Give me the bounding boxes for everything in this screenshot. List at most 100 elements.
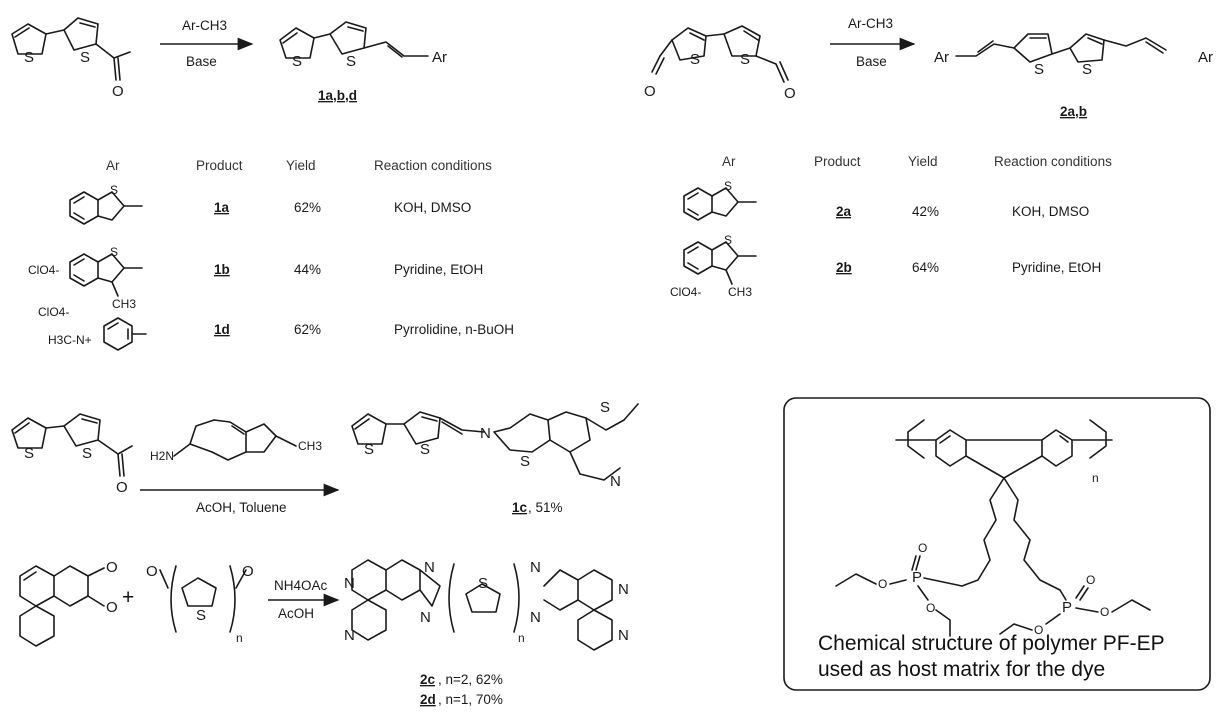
atom-s: S	[1082, 61, 1092, 78]
col-ar: Ar	[722, 154, 736, 169]
phenanthroline-dione-reactant: O O	[19, 559, 118, 647]
atom-n: N	[610, 473, 621, 490]
product-2ab-structure: Ar S S Ar	[934, 33, 1213, 78]
polymer-caption-line1: Chemical structure of polymer PF-EP	[818, 632, 1165, 655]
bithiophene-aldehyde-reactant: S S O	[11, 17, 131, 100]
product-info-2d: , n=1, 70%	[438, 692, 503, 707]
atom-o: O	[242, 563, 254, 580]
atom-n: N	[424, 559, 435, 576]
atom-o: O	[644, 83, 656, 100]
atom-s: S	[292, 53, 302, 70]
n-subscript: n	[1092, 471, 1099, 485]
atom-n: N	[618, 627, 629, 644]
atom-s: S	[110, 183, 118, 197]
conditions-1a: KOH, DMSO	[394, 200, 471, 215]
product-label-1abd: 1a,b,d	[318, 88, 357, 103]
table-row: S 2a 42% KOH, DMSO	[683, 179, 1089, 221]
col-reaction-conditions: Reaction conditions	[994, 154, 1112, 169]
reagent-base: Base	[856, 54, 887, 69]
yield-2b: 64%	[912, 260, 939, 275]
yield-1d: 62%	[294, 322, 321, 337]
perchlorate-label: ClO4-	[670, 285, 701, 299]
atom-p: P	[912, 569, 922, 586]
table2-header: Ar Product Yield Reaction conditions	[722, 154, 1112, 169]
atom-o: O	[1100, 605, 1109, 619]
atom-n: N	[618, 581, 629, 598]
atom-s: S	[724, 179, 732, 193]
product-label-2ab: 2a,b	[1060, 104, 1087, 119]
atom-n: N	[530, 609, 541, 626]
atom-s: S	[24, 445, 34, 462]
table-row: ClO4- H3C-N+ 1d 62% Pyrrolidine, n-BuOH	[38, 305, 514, 351]
conditions-1d: Pyrrolidine, n-BuOH	[394, 322, 514, 337]
col-yield: Yield	[286, 158, 316, 173]
atom-s: S	[82, 445, 92, 462]
col-product: Product	[196, 158, 243, 173]
atom-s: S	[1034, 61, 1044, 78]
atom-o: O	[106, 559, 118, 576]
atom-n: N	[480, 425, 491, 442]
polyfluorene-structure: n P O O O P O O O	[835, 419, 1151, 637]
atom-s: S	[478, 575, 488, 592]
methyl-label: CH3	[112, 297, 136, 311]
atom-ar: Ar	[1198, 49, 1213, 66]
atom-s: S	[690, 51, 700, 68]
bithiophene-aldehyde-reactant: S S O	[11, 413, 133, 496]
atom-o: O	[116, 479, 128, 496]
atom-s: S	[364, 441, 374, 458]
product-label-1c: 1c	[512, 500, 528, 515]
yield-1a: 62%	[294, 200, 321, 215]
atom-o: O	[1034, 623, 1043, 637]
thiophene-dialdehyde-reactant: O O S n	[146, 563, 254, 645]
product-1a: 1a	[214, 200, 230, 215]
atom-s: S	[724, 233, 732, 247]
methyl-label: CH3	[728, 285, 752, 299]
col-yield: Yield	[908, 154, 938, 169]
atom-n: N	[344, 575, 355, 592]
atom-o: O	[918, 541, 927, 555]
atom-s: S	[600, 399, 610, 416]
amine-label: H2N	[150, 449, 174, 463]
atom-s: S	[110, 245, 118, 259]
atom-s: S	[24, 49, 34, 66]
atom-o: O	[784, 85, 796, 102]
table-row: S CH3 ClO4- 1b 44% Pyridine, EtOH	[28, 245, 483, 311]
conditions-2a: KOH, DMSO	[1012, 204, 1089, 219]
atom-s: S	[196, 607, 206, 624]
conditions-2b: Pyridine, EtOH	[1012, 260, 1101, 275]
table-row: S CH3 ClO4- 2b 64% Pyridine, EtOH	[670, 233, 1101, 299]
reagent-nh4oac: NH4OAc	[274, 578, 328, 593]
product-1d: 1d	[214, 322, 230, 337]
product-info-2c: , n=2, 62%	[438, 672, 503, 687]
product-label-2c: 2c	[420, 672, 436, 687]
yield-1b: 44%	[294, 262, 321, 277]
col-ar: Ar	[106, 158, 120, 173]
atom-s: S	[346, 53, 356, 70]
atom-o: O	[1086, 573, 1095, 587]
reagent-ar-ch3: Ar-CH3	[848, 16, 893, 31]
atom-s: S	[420, 441, 430, 458]
n-subscript: n	[236, 631, 243, 645]
atom-n: N	[344, 627, 355, 644]
table1-header: Ar Product Yield Reaction conditions	[106, 158, 492, 173]
methyl-label: CH3	[298, 439, 322, 453]
pyridinium-label: H3C-N+	[48, 333, 92, 347]
atom-p: P	[1062, 599, 1072, 616]
atom-s: S	[520, 453, 530, 470]
methylpyridinium-icon: ClO4- H3C-N+	[38, 305, 147, 351]
methylbenzothiazolium-icon: S CH3 ClO4-	[28, 245, 143, 311]
conditions-acoh-toluene: AcOH, Toluene	[196, 500, 287, 515]
bithiophene-dialdehyde-reactant: O S S O	[644, 25, 796, 102]
yield-2a: 42%	[912, 204, 939, 219]
benzothiazole-icon: S	[69, 183, 143, 225]
product-1c-structure: S S N S S N	[351, 399, 639, 490]
benzothiazole-icon: S	[683, 179, 757, 221]
plus-sign: +	[122, 586, 134, 609]
product-2cd-structure: N N S n N N N N N N	[344, 559, 629, 651]
perchlorate-label: ClO4-	[38, 305, 69, 319]
product-1b: 1b	[214, 262, 230, 277]
product-2a: 2a	[836, 204, 852, 219]
reagent-base: Base	[186, 54, 217, 69]
n-subscript: n	[518, 631, 525, 645]
